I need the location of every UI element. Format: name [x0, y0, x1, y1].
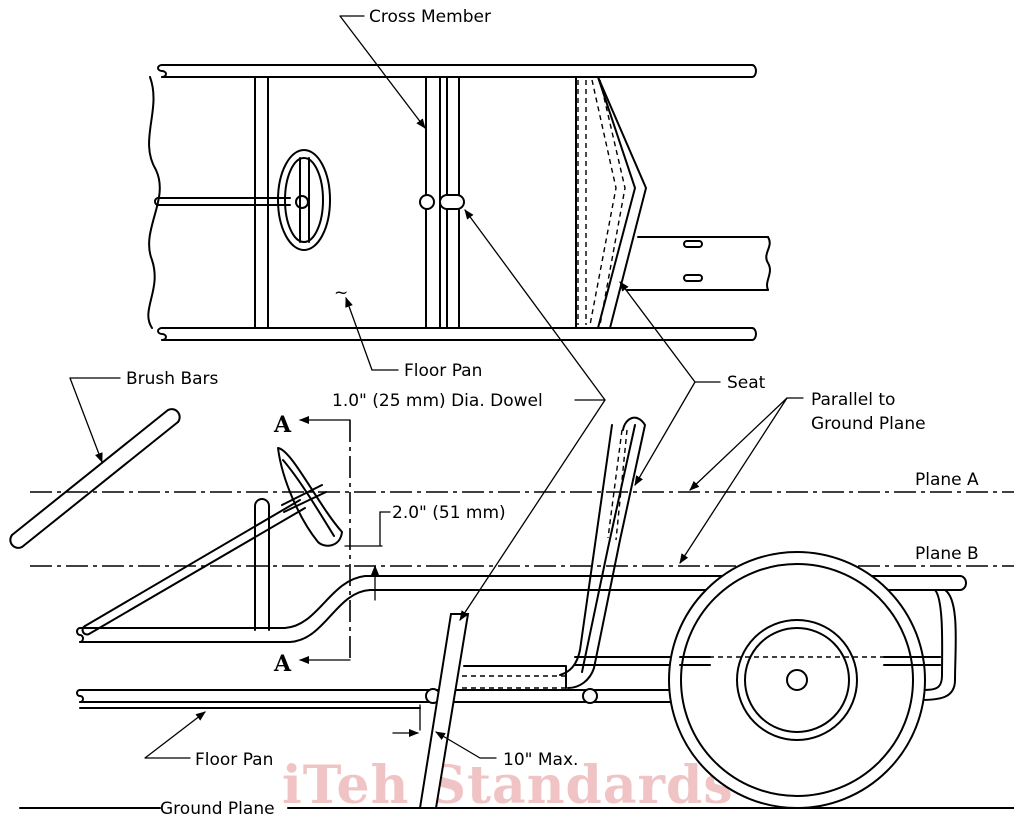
label-offset: 2.0" (51 mm) [392, 503, 506, 523]
label-floor-pan-bottom: Floor Pan [195, 750, 273, 770]
rear-tube-top [626, 236, 771, 291]
left-break-line [147, 76, 161, 329]
label-section-a-bottom: A [273, 651, 292, 677]
max-offset-marker [392, 704, 497, 759]
leader-dowel-side [459, 399, 606, 621]
dowel-top [419, 194, 465, 210]
leader-floor-pan-bottom [144, 711, 206, 759]
seat-side [462, 416, 646, 689]
upper-frame-rail [76, 575, 967, 643]
leader-cross-member [339, 15, 426, 129]
floor-pan-mark: ~ [334, 283, 348, 303]
label-ground-plane: Ground Plane [160, 799, 275, 818]
offset-marker [344, 511, 391, 601]
label-plane-a: Plane A [915, 470, 979, 490]
brush-bar [9, 408, 181, 549]
front-upright-side [254, 498, 270, 631]
steering-column-top [157, 197, 291, 206]
rear-loop [917, 589, 957, 701]
label-parallel-line1: Parallel to [811, 390, 895, 410]
leader-parallel-b [679, 397, 788, 564]
front-upright-top [254, 76, 269, 329]
rear-wheel [668, 551, 926, 809]
label-seat: Seat [727, 373, 766, 393]
leader-seat-top [619, 281, 721, 383]
leader-dowel-top [464, 209, 606, 401]
label-parallel-line2: Ground Plane [811, 414, 926, 434]
label-floor-pan-top: Floor Pan [404, 361, 482, 381]
label-brush-bars: Brush Bars [126, 369, 219, 389]
section-line-a [299, 416, 351, 664]
leader-floor-pan-top [345, 297, 399, 371]
label-section-a-top: A [273, 412, 292, 438]
label-dowel: 1.0" (25 mm) Dia. Dowel [332, 391, 543, 411]
label-max-offset: 10" Max. [503, 750, 578, 770]
leader-seat-side [634, 381, 696, 486]
leader-parallel-a [689, 397, 804, 491]
label-cross-member: Cross Member [369, 7, 491, 27]
leader-brush-bars [69, 377, 121, 463]
watermark: iTeh Standards [282, 755, 734, 816]
steering-side [81, 447, 343, 636]
label-plane-b: Plane B [915, 544, 979, 564]
steering-wheel-top [277, 149, 331, 251]
top-view: ~ [147, 64, 771, 341]
bottom-rail [157, 327, 757, 341]
top-rail [157, 64, 757, 78]
